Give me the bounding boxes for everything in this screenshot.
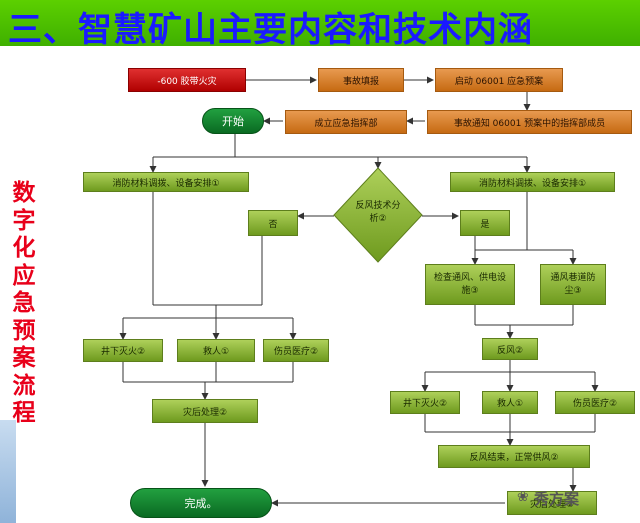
node-right-medical: 伤员医疗② bbox=[555, 391, 635, 414]
page-title: 三、智慧矿山主要内容和技术内涵 bbox=[8, 10, 533, 50]
node-right-rescue: 救人① bbox=[482, 391, 538, 414]
left-decoration bbox=[0, 420, 16, 523]
watermark: 秀方案 bbox=[534, 490, 580, 508]
node-right-equip: 消防材料调拨、设备安排① bbox=[450, 172, 615, 192]
node-report: 事故填报 bbox=[318, 68, 404, 92]
node-yes: 是 bbox=[460, 210, 510, 236]
node-end-reverse: 反风结束，正常供风② bbox=[438, 445, 590, 468]
node-left-fire: 井下灭火② bbox=[83, 339, 163, 362]
node-notify: 事故通知 06001 预案中的指挥部成员 bbox=[427, 110, 632, 134]
node-right-fire: 井下灭火② bbox=[390, 391, 460, 414]
node-decision: 反风技术分析② bbox=[355, 201, 401, 224]
node-left-equip: 消防材料调拨、设备安排① bbox=[83, 172, 249, 192]
node-headquarters: 成立应急指挥部 bbox=[285, 110, 407, 134]
node-left-medical: 伤员医疗② bbox=[263, 339, 329, 362]
node-left-rescue: 救人① bbox=[177, 339, 255, 362]
node-fire: -600 胶带火灾 bbox=[128, 68, 246, 92]
node-decision-diamond bbox=[333, 167, 423, 263]
node-complete: 完成。 bbox=[130, 488, 272, 518]
node-reverse: 反风② bbox=[482, 338, 538, 360]
node-begin: 开始 bbox=[202, 108, 264, 134]
side-label: 数字化应急预案流程 bbox=[12, 180, 36, 426]
node-right-after: 灾后处理② bbox=[507, 491, 597, 515]
node-check-power: 检查通风、供电设施③ bbox=[425, 264, 515, 305]
title-bar bbox=[0, 0, 640, 46]
node-start-plan: 启动 06001 应急预案 bbox=[435, 68, 563, 92]
node-roadway: 通风巷道防尘③ bbox=[540, 264, 606, 305]
wechat-icon: ❀ bbox=[517, 489, 529, 505]
node-left-after: 灾后处理② bbox=[152, 399, 258, 423]
node-no: 否 bbox=[248, 210, 298, 236]
